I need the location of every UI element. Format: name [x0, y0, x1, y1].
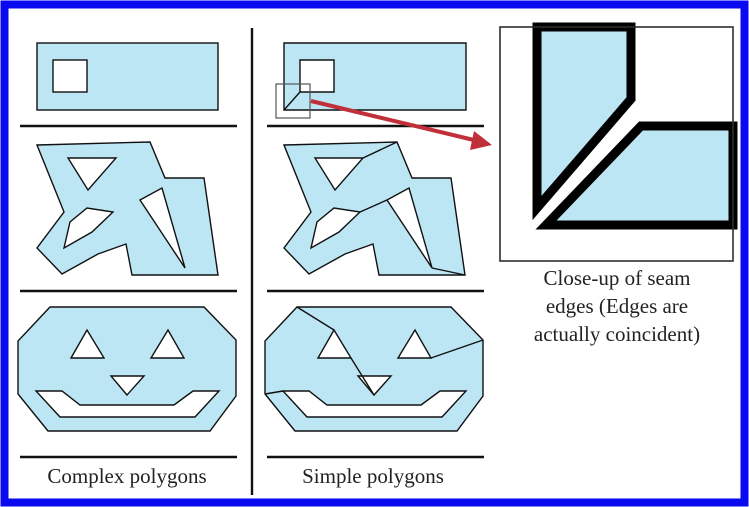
- complex-irregular-polygon: [35, 141, 219, 276]
- simple-irregular-polygon: [282, 141, 466, 276]
- simple-rect-with-seam: [275, 42, 467, 119]
- closeup-panel: [499, 22, 738, 262]
- closeup-caption-line2: edges (Edges are: [546, 294, 688, 318]
- closeup-caption-line1: Close-up of seam: [544, 266, 691, 290]
- closeup-caption-line3: actually coincident): [534, 322, 700, 346]
- closeup-arrow: [310, 99, 492, 150]
- closeup-region-box: [275, 83, 311, 119]
- simple-pumpkin-face: [264, 306, 484, 432]
- complex-rect-with-hole: [36, 42, 219, 111]
- complex-pumpkin-face: [17, 306, 237, 432]
- complex-caption: Complex polygons: [47, 464, 206, 488]
- simple-caption: Simple polygons: [302, 464, 444, 488]
